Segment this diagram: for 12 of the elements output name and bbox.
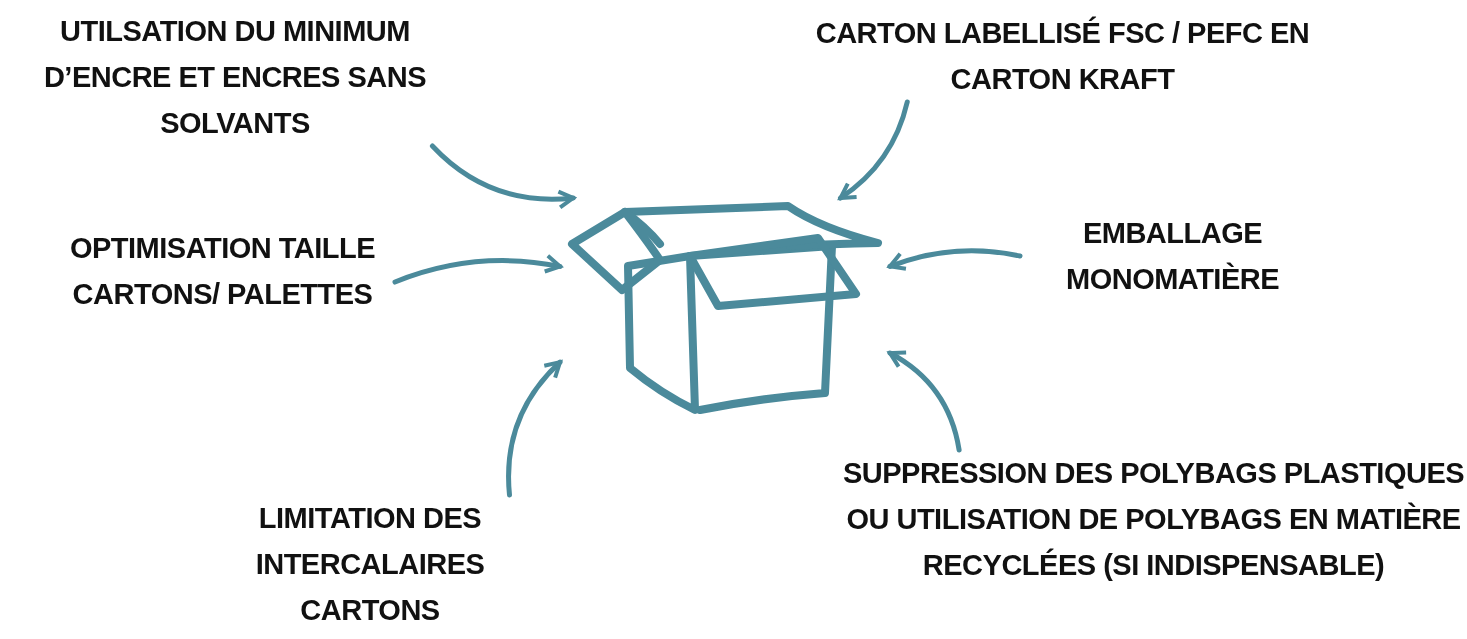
caption-text: EMBALLAGE MONOMATIÈRE <box>1020 210 1325 302</box>
arrow <box>392 254 563 285</box>
caption-text: SUPPRESSION DES POLYBAGS PLASTIQUES OU UTILISATION DE POLYBAGS EN MATIÈRE RECYCLÉES (SI INDISPENSABLE) <box>840 450 1467 588</box>
caption-text: CARTON LABELLISÉ FSC / PEFC EN CARTON KRAFT <box>775 10 1350 102</box>
arrow <box>887 248 1023 272</box>
arrow <box>506 359 563 498</box>
arrow <box>429 143 576 210</box>
caption-text: OPTIMISATION TAILLE CARTONS/ PALETTES <box>50 225 395 317</box>
caption-text: LIMITATION DES INTERCALAIRES CARTONS <box>215 495 525 633</box>
caption-text: UTILSATION DU MINIMUM D’ENCRE ET ENCRES SANS SOLVANTS <box>0 8 470 146</box>
arrow <box>887 350 962 453</box>
arrow <box>838 99 910 201</box>
